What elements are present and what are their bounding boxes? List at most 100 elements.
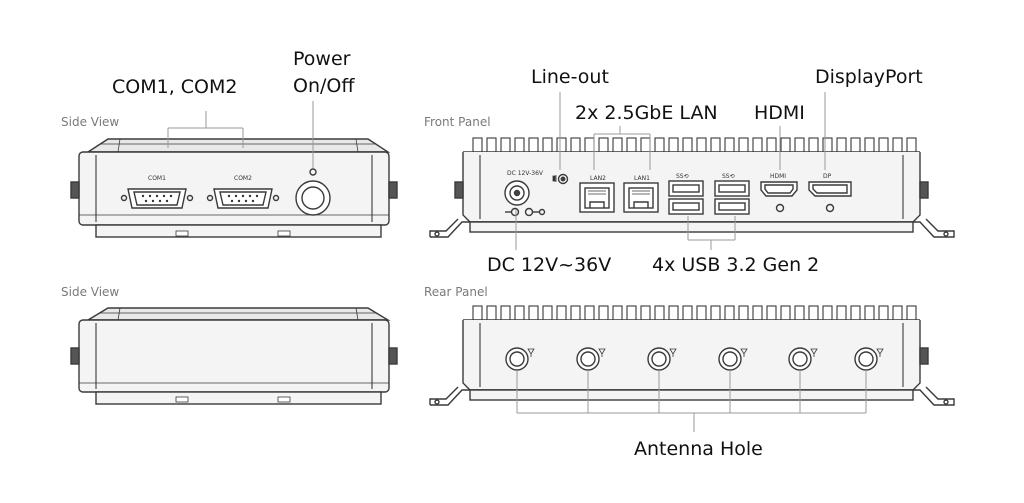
heatsink-fin bbox=[612, 305, 623, 321]
heatsink-fin bbox=[808, 305, 819, 321]
heatsink-fin bbox=[696, 137, 707, 153]
heatsink-fin bbox=[864, 137, 875, 153]
heatsink-fin bbox=[794, 137, 805, 153]
antenna-callout: Antenna Hole bbox=[634, 438, 763, 460]
dc-port-label: DC 12V-36V bbox=[507, 170, 544, 177]
front-leaders bbox=[515, 92, 826, 250]
antenna-hole bbox=[505, 347, 535, 371]
heatsink-fin bbox=[836, 305, 847, 321]
heatsink-fin bbox=[710, 137, 721, 153]
power-callout-line2: On/Off bbox=[293, 75, 355, 97]
hdmi-port-label: HDMI bbox=[770, 173, 786, 180]
rear-panel bbox=[429, 305, 955, 406]
front-panel-caption: Front Panel bbox=[424, 115, 491, 129]
heatsink-fin bbox=[766, 137, 777, 153]
com-callout: COM1, COM2 bbox=[112, 76, 238, 98]
heatsink-fin bbox=[906, 137, 917, 153]
heatsink-fin bbox=[668, 137, 679, 153]
heatsink-fin bbox=[836, 137, 847, 153]
heatsink-fin bbox=[682, 305, 693, 321]
heatsink-fin bbox=[570, 305, 581, 321]
heatsink-fin bbox=[752, 137, 763, 153]
heatsink-fin bbox=[654, 305, 665, 321]
heatsink-fin bbox=[500, 137, 511, 153]
usb-callout: 4x USB 3.2 Gen 2 bbox=[652, 254, 820, 276]
heatsink-fin bbox=[500, 305, 511, 321]
heatsink-fin bbox=[794, 305, 805, 321]
heatsink-fin bbox=[906, 305, 917, 321]
heatsink-fin bbox=[584, 305, 595, 321]
usb-ss-label-2: SS⟲ bbox=[722, 173, 735, 180]
heatsink-fin bbox=[878, 137, 889, 153]
heatsink-fin bbox=[528, 305, 539, 321]
antenna-hole bbox=[788, 347, 818, 371]
antenna-hole bbox=[854, 347, 884, 371]
line-out-callout: Line-out bbox=[531, 66, 609, 88]
antenna-leaders bbox=[516, 370, 867, 432]
heatsink-fin bbox=[780, 305, 791, 321]
heatsink-fin bbox=[808, 137, 819, 153]
heatsink-fin bbox=[640, 305, 651, 321]
heatsink-fin bbox=[472, 137, 483, 153]
heatsink-fin bbox=[514, 137, 525, 153]
heatsink-fin bbox=[612, 137, 623, 153]
hdmi-callout: HDMI bbox=[754, 102, 805, 124]
heatsink-fin bbox=[528, 137, 539, 153]
heatsink-fin bbox=[598, 305, 609, 321]
heatsink-fin bbox=[724, 305, 735, 321]
audio-icon bbox=[552, 175, 557, 182]
side-view-bottom bbox=[70, 307, 398, 405]
lan2-port-label: LAN2 bbox=[590, 175, 606, 182]
heatsink-fin bbox=[472, 305, 483, 321]
dc-callout: DC 12V~36V bbox=[487, 254, 612, 276]
front-panel bbox=[429, 137, 955, 238]
heatsink-fin bbox=[724, 137, 735, 153]
heatsink-fin bbox=[850, 137, 861, 153]
heatsink-fin bbox=[542, 305, 553, 321]
com1-port-label: COM1 bbox=[148, 175, 166, 182]
power-callout-line1: Power bbox=[293, 48, 351, 70]
heatsink-fin bbox=[668, 305, 679, 321]
dp-port-label: DP bbox=[823, 173, 832, 180]
heatsink-fin bbox=[486, 305, 497, 321]
heatsink-fin bbox=[682, 137, 693, 153]
side-view-caption-bottom: Side View bbox=[61, 285, 120, 299]
heatsink-fin bbox=[486, 137, 497, 153]
heatsink-fin bbox=[752, 305, 763, 321]
lan1-port-label: LAN1 bbox=[634, 175, 650, 182]
heatsink-fin bbox=[892, 137, 903, 153]
heatsink-fin bbox=[654, 137, 665, 153]
heatsink-fin bbox=[878, 305, 889, 321]
heatsink-fin bbox=[640, 137, 651, 153]
heatsink-fin bbox=[738, 137, 749, 153]
heatsink-fin bbox=[584, 137, 595, 153]
heatsink-fin bbox=[780, 137, 791, 153]
heatsink-fin bbox=[822, 137, 833, 153]
heatsink-fin bbox=[626, 137, 637, 153]
displayport-callout: DisplayPort bbox=[815, 66, 923, 88]
heatsink-fin bbox=[556, 305, 567, 321]
usb-ss-label-1: SS⟲ bbox=[676, 173, 689, 180]
heatsink-fin bbox=[598, 137, 609, 153]
heatsink-fin bbox=[514, 305, 525, 321]
heatsink-fin bbox=[710, 305, 721, 321]
side-view-caption-top: Side View bbox=[61, 115, 120, 129]
heatsink-fin bbox=[850, 305, 861, 321]
lan-callout: 2x 2.5GbE LAN bbox=[575, 102, 718, 124]
heatsink-fin bbox=[766, 305, 777, 321]
heatsink-fin bbox=[696, 305, 707, 321]
heatsink-fin bbox=[822, 305, 833, 321]
com2-port-label: COM2 bbox=[234, 175, 252, 182]
antenna-hole bbox=[647, 347, 677, 371]
heatsink-fin bbox=[864, 305, 875, 321]
heatsink-fin bbox=[542, 137, 553, 153]
rear-panel-caption: Rear Panel bbox=[424, 285, 488, 299]
side-view-top bbox=[70, 138, 398, 238]
heatsink-fin bbox=[892, 305, 903, 321]
com-leader bbox=[167, 101, 314, 168]
heatsink-fin bbox=[626, 305, 637, 321]
heatsink-fin bbox=[738, 305, 749, 321]
heatsink-fin bbox=[556, 137, 567, 153]
